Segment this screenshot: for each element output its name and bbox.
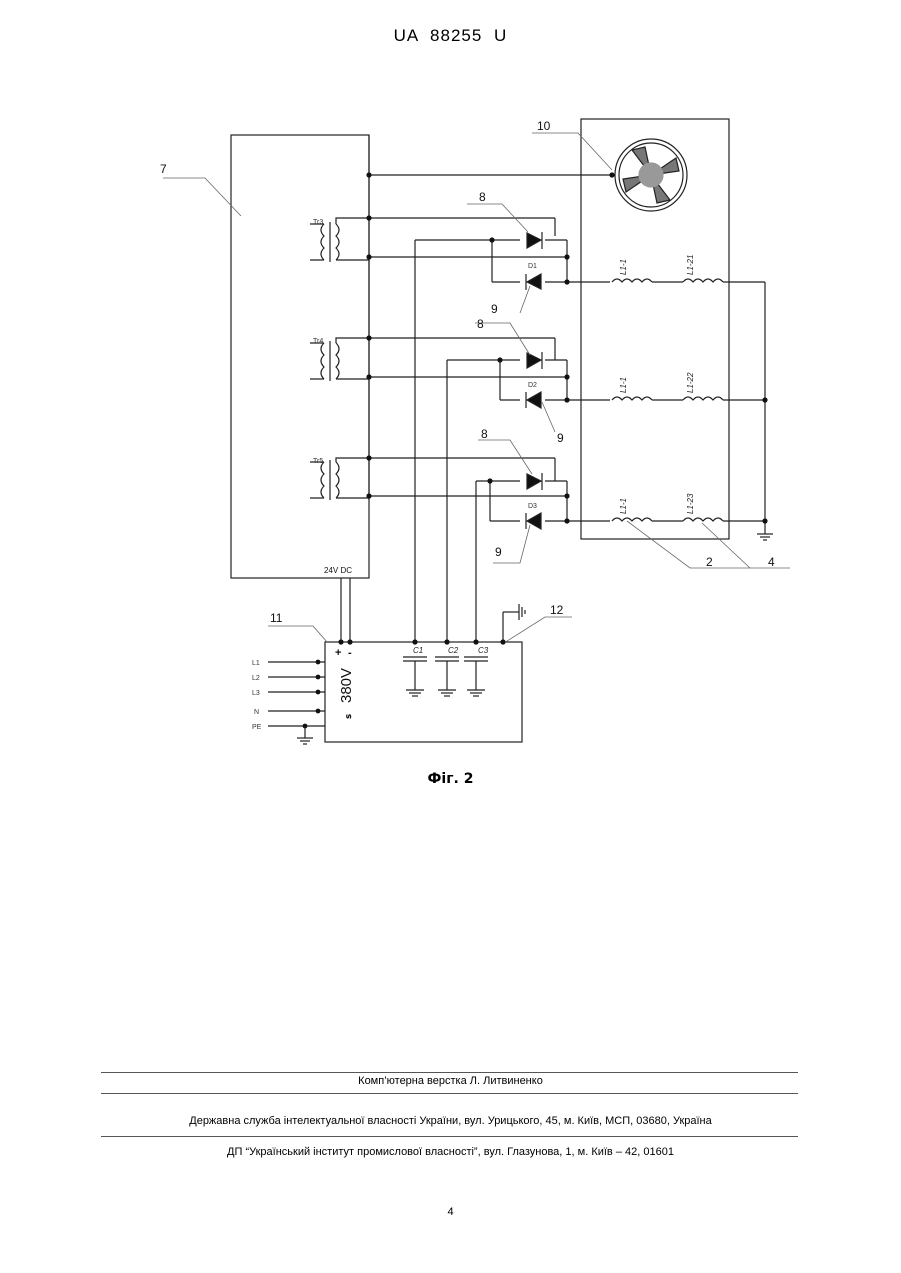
input-label-n: N	[254, 709, 259, 716]
psu-rating: 380V	[338, 668, 355, 703]
footer-rule-3	[101, 1136, 798, 1137]
stage-2	[310, 338, 765, 642]
inductor-label-a1: L1-1	[619, 259, 628, 275]
footer-institute: ДП “Український інститут промислової вла…	[0, 1146, 901, 1158]
capacitor-label-c2: C2	[448, 646, 459, 655]
capacitor-c3	[464, 657, 488, 696]
callout-4: 4	[768, 555, 775, 569]
capacitor-c1	[403, 657, 427, 696]
inductor-label-b2: L1-22	[686, 372, 695, 393]
page-number: 4	[0, 1206, 901, 1218]
callout-2: 2	[706, 555, 713, 569]
controller-block	[231, 135, 369, 578]
figure-caption: Фіг. 2	[0, 771, 901, 787]
callout-7: 7	[160, 162, 167, 176]
transformer-label-2: Tr4	[313, 338, 323, 345]
transformer-label-3: Tr5	[313, 458, 323, 465]
stage-3	[310, 458, 765, 642]
diode-label-3: D3	[528, 503, 537, 510]
callout-10: 10	[537, 119, 551, 133]
input-label-l1: L1	[252, 660, 260, 667]
psu-minus-terminal: -	[348, 647, 352, 659]
footer-rule-1	[101, 1072, 798, 1073]
callout-8a: 8	[479, 190, 486, 204]
callout-9b: 9	[557, 431, 564, 445]
psu-plus-terminal: +	[335, 647, 341, 659]
inductor-label-a2: L1-1	[619, 377, 628, 393]
ground-symbol-pe	[297, 726, 313, 744]
callout-9a: 9	[491, 302, 498, 316]
input-label-pe: PE	[252, 724, 262, 731]
callout-11: 11	[270, 611, 283, 625]
input-label-l2: L2	[252, 675, 260, 682]
callout-9c: 9	[495, 545, 502, 559]
callout-8c: 8	[481, 427, 488, 441]
footer-typesetter: Комп’ютерна верстка Л. Литвиненко	[0, 1075, 901, 1087]
circuit-diagram: 7 10 8 9 8 9 8 9 2 4 11 12 Tr3 Tr4 Tr5 D…	[0, 0, 901, 800]
callout-8b: 8	[477, 317, 484, 331]
inductor-label-a3: L1-1	[619, 498, 628, 514]
callout-12: 12	[550, 603, 564, 617]
fan-icon	[615, 139, 687, 211]
psu-symbol: ₛ	[338, 714, 354, 719]
transformer-label-1: Tr3	[313, 219, 323, 226]
inductor-label-b3: L1-23	[686, 493, 695, 514]
diode-label-2: D2	[528, 382, 537, 389]
capacitor-label-c3: C3	[478, 646, 489, 655]
input-label-l3: L3	[252, 690, 260, 697]
psu-voltage-label: 24V DC	[324, 566, 352, 575]
diode-label-1: D1	[528, 263, 537, 270]
ground-symbol-right	[757, 521, 773, 540]
capacitor-label-c1: C1	[413, 646, 423, 655]
capacitor-c2	[435, 657, 459, 696]
footer-agency: Державна служба інтелектуальної власност…	[0, 1115, 901, 1127]
footer-rule-2	[101, 1093, 798, 1094]
stage-1	[310, 218, 765, 642]
inductor-label-b1: L1-21	[686, 255, 695, 275]
